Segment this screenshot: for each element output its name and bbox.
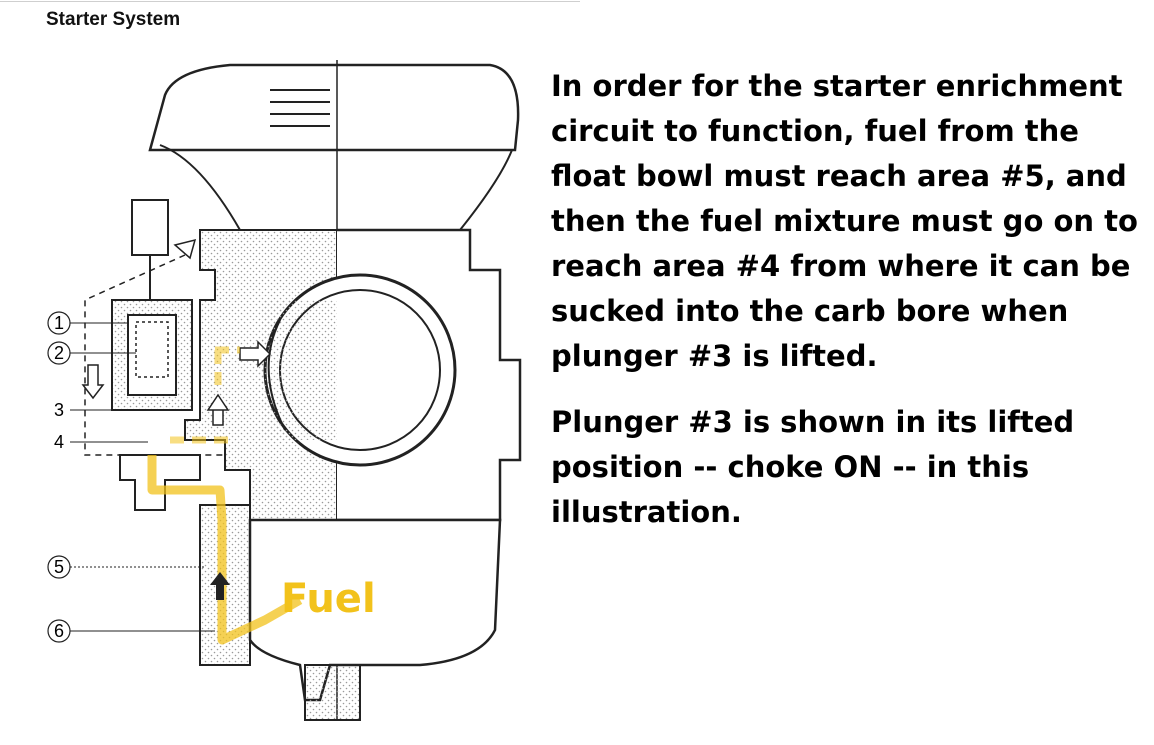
callout-5-label: 5 [54,557,64,577]
fuel-path [147,455,303,645]
callout-5: 5 [47,555,71,579]
explanation-paragraph-1: In order for the starter enrichment circ… [551,64,1141,379]
paragraph-2-line: Plunger #3 is shown in its lifted [551,405,1075,439]
carburetor-diagram: 1 2 3 4 5 6 Fuel [47,60,522,721]
paragraph-1-line: float bowl must reach area #5, and [551,159,1127,193]
bore-cover-left [262,300,337,440]
explanation-paragraph-2: Plunger #3 is shown in its lifted positi… [551,400,1141,535]
callout-1: 1 [47,311,71,335]
callout-1-label: 1 [54,313,64,333]
paragraph-1-line: then the fuel mixture must go on to [551,204,1138,238]
plunger-spring [135,321,169,378]
page-title: Starter System [46,9,181,30]
float-bowl [248,518,502,702]
paragraph-2-line: position -- choke ON -- in this [551,450,1030,484]
plunger-cap [131,199,169,256]
drain-plug [304,664,361,721]
callout-6-label: 6 [54,621,64,641]
plunger-core [127,314,177,396]
air-arrow-up [206,393,230,426]
callout-4: 4 [54,432,64,452]
paragraph-1-line: reach area #4 from where it can be [551,249,1131,283]
air-arrow-down [81,364,105,400]
fuel-path-upper [170,346,240,444]
callout-6: 6 [47,619,71,643]
callout-3-label: 3 [54,400,64,420]
paragraph-1-line: plunger #3 is lifted. [551,339,878,373]
bore-left-arc [267,319,286,431]
paragraph-1-line: circuit to function, fuel from the [551,114,1079,148]
callout-3: 3 [54,400,64,420]
cap-vent-slots [270,89,330,127]
paragraph-2-line: illustration. [551,495,742,529]
cap-inner-line [159,144,513,231]
air-arrow-out [239,340,272,368]
paragraph-1-line: In order for the starter enrichment [551,69,1123,103]
callout-leaders [70,322,215,632]
carb-top-cap [148,63,520,152]
fuel-label: Fuel [281,576,376,622]
lower-left-fitting [119,454,201,511]
callout-2: 2 [47,341,71,365]
paragraph-1-line: sucked into the carb bore when [551,294,1069,328]
callout-4-label: 4 [54,432,64,452]
air-arrow-in [173,238,197,260]
callout-2-label: 2 [54,343,64,363]
fuel-arrow-up [210,572,230,600]
top-rule [0,1,580,2]
